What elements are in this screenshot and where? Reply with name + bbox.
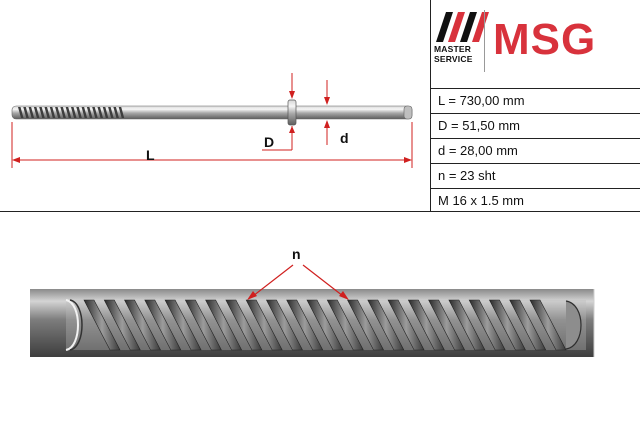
small-tooth <box>18 107 24 118</box>
detail-tooth <box>509 299 547 351</box>
detail-tooth <box>387 299 425 351</box>
spec-outer-diameter: D = 51,50 mm <box>430 114 640 139</box>
small-tooth <box>102 107 109 118</box>
spec-length: L = 730,00 mm <box>430 89 640 114</box>
detail-tooth <box>83 299 121 351</box>
detail-tooth <box>428 299 466 351</box>
small-tooth <box>44 107 50 118</box>
small-tooth <box>28 107 35 118</box>
rack-collar <box>287 99 297 126</box>
detail-tooth <box>124 299 162 351</box>
brand-name: MSG <box>493 15 597 64</box>
detail-tooth <box>468 299 506 351</box>
small-tooth <box>60 107 66 118</box>
small-teeth <box>18 107 125 118</box>
logo: MASTER SERVICE MSG <box>431 0 640 88</box>
small-tooth <box>55 107 61 118</box>
teeth-count-arrows <box>247 264 349 300</box>
outer-diameter-label: D <box>264 134 274 150</box>
detail-tooth <box>367 299 405 351</box>
small-tooth <box>49 107 56 118</box>
detail-tooth <box>347 299 385 351</box>
detail-tooth <box>488 299 526 351</box>
small-tooth <box>86 107 93 118</box>
detail-tooth <box>103 299 141 351</box>
detail-tooth <box>225 299 263 351</box>
small-tooth <box>81 107 88 118</box>
small-tooth <box>97 107 103 118</box>
detail-tooth <box>245 299 283 351</box>
detail-tooth <box>184 299 222 351</box>
detail-tooth <box>144 299 182 351</box>
detail-tooth <box>265 299 303 351</box>
length-label: L <box>146 147 155 163</box>
logo-separator <box>484 10 485 72</box>
spec-inner-diameter: d = 28,00 mm <box>430 139 640 164</box>
small-tooth <box>39 107 45 118</box>
small-tooth <box>118 107 125 118</box>
rack-shaft <box>11 99 413 126</box>
spec-teeth-count: n = 23 sht <box>430 164 640 189</box>
detail-tooth <box>407 299 445 351</box>
small-tooth <box>65 107 72 118</box>
inner-diameter-dimension <box>324 80 330 145</box>
detail-tooth <box>286 299 324 351</box>
small-tooth <box>113 107 119 118</box>
outer-diameter-dimension <box>262 73 295 151</box>
length-dimension <box>11 122 413 168</box>
detail-tooth <box>306 299 344 351</box>
detail-tooth <box>326 299 364 351</box>
detail-tooth <box>164 299 202 351</box>
rack-detail <box>30 289 595 357</box>
company-line-2: SERVICE <box>434 54 473 64</box>
spec-thread: M 16 x 1.5 mm <box>438 193 524 208</box>
small-tooth <box>108 107 114 118</box>
detail-tooth <box>205 299 243 351</box>
spec-panel: MASTER SERVICE MSG L = 730,00 mm D = 51,… <box>430 0 640 212</box>
panel-divider <box>430 0 431 212</box>
small-tooth <box>23 107 29 118</box>
small-tooth <box>76 107 82 118</box>
small-tooth <box>71 107 77 118</box>
inner-diameter-label: d <box>340 130 349 146</box>
detail-tooth <box>448 299 486 351</box>
detail-teeth <box>83 299 567 351</box>
detail-tooth <box>529 299 567 351</box>
teeth-count-label: n <box>292 246 301 262</box>
section-divider <box>0 211 640 212</box>
small-tooth <box>92 107 98 118</box>
header-rule <box>430 88 640 89</box>
company-line-1: MASTER <box>434 44 472 54</box>
company-name: MASTER SERVICE <box>434 44 473 64</box>
small-tooth <box>33 107 40 118</box>
